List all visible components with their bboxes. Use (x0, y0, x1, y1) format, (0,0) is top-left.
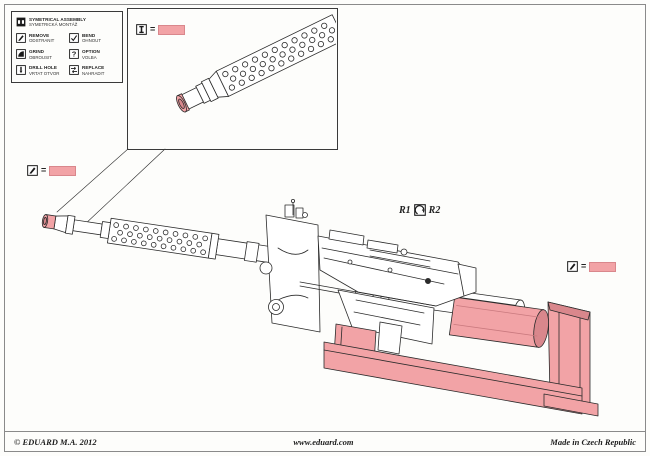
legend-label-en: OPTION (82, 48, 100, 54)
footer: © EDUARD M.A. 2012 www.eduard.com Made i… (5, 431, 645, 451)
leader-lines (56, 148, 166, 227)
barrel-detail-inset (176, 14, 336, 113)
legend-label-cz: NAHRADIT (82, 70, 105, 76)
color-key-icon (27, 165, 38, 176)
legend-label-cz: VRTAT OTVOR (29, 70, 60, 76)
copyright-text: © EDUARD M.A. 2012 (14, 436, 97, 447)
color-note-inset: = (136, 24, 186, 35)
legend-label-en: DRILL HOLE (29, 65, 57, 71)
equals-sign: = (150, 24, 156, 34)
detail-inset-box (127, 8, 338, 150)
legend-label-en: GRIND (29, 48, 45, 54)
mount-rear-support (547, 301, 591, 405)
equals-sign: = (581, 261, 587, 271)
receiver (259, 198, 477, 355)
legend-label-en: REPLACE (82, 65, 105, 71)
symmetrical-assembly-icon (16, 17, 26, 27)
legend-label-cz: OHNOUT (82, 38, 102, 44)
svg-text:?: ? (72, 50, 77, 59)
legend-label-cz: ODSTRANIT (29, 38, 55, 44)
option-icon: ? (69, 49, 79, 59)
website-text: www.eduard.com (293, 436, 354, 447)
bend-icon (69, 32, 79, 43)
barrel-jacket-holes (111, 222, 208, 256)
replace-icon (69, 65, 79, 76)
color-note-right: = (567, 261, 617, 272)
legend-label-en: BEND (82, 32, 96, 38)
part-r1-label: R1 (399, 204, 411, 216)
legend-label-cz: SYMETRICKÁ MONTÁŽ (29, 22, 78, 28)
part-r2-label: R2 (428, 204, 441, 216)
pink-color-swatch (49, 165, 77, 176)
color-key-icon (136, 24, 147, 35)
barrel (41, 214, 280, 265)
legend-label-cz: OBROUSIT (29, 54, 52, 60)
remove-icon (16, 32, 26, 43)
pink-color-swatch (158, 24, 186, 35)
legend-label-en: SYMETRICAL ASSEMBLY (29, 16, 86, 22)
color-key-icon (567, 261, 578, 272)
color-note-left: = (27, 165, 77, 176)
legend-label-cz: VOLBA (82, 54, 97, 60)
legend-label-en: REMOVE (29, 32, 50, 38)
mount-cylinder (448, 296, 549, 348)
part-options-label: R1 R2 (399, 204, 440, 216)
made-in-text: Made in Czech Republic (550, 436, 636, 447)
drill-hole-icon (16, 65, 26, 76)
pink-color-swatch (589, 261, 617, 272)
part-option-icon (413, 204, 426, 216)
grind-icon (16, 49, 26, 59)
jacket-holes (222, 22, 336, 91)
mount-base-sled (323, 341, 599, 417)
equals-sign: = (41, 165, 47, 175)
